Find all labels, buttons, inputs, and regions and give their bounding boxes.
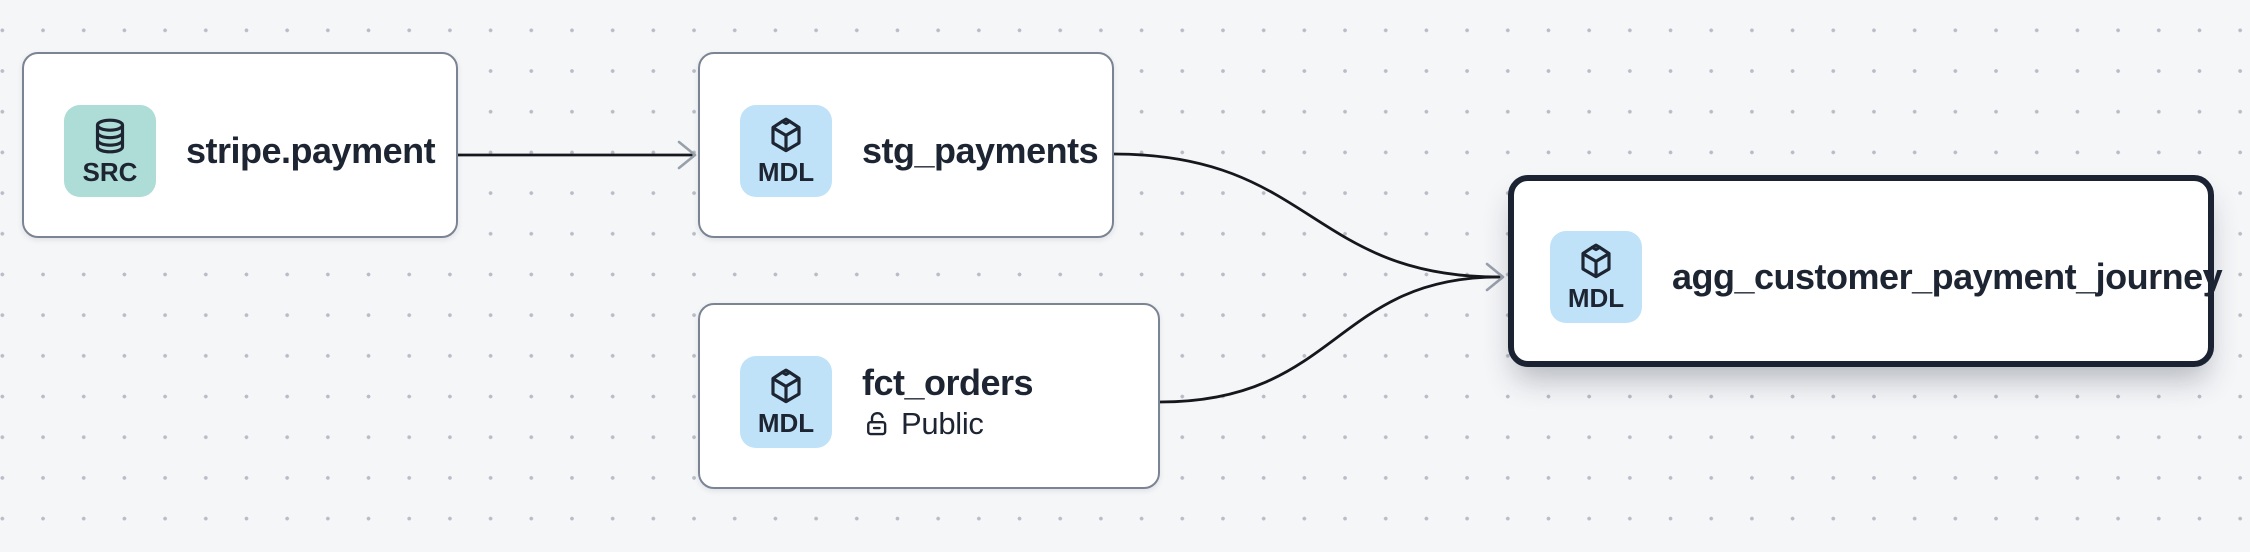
badge-label: MDL [757,156,815,187]
model-type-badge: MDL [740,105,832,197]
source-type-badge: SRC [64,105,156,197]
access-label: Public [901,406,984,441]
badge-label: MDL [757,407,815,438]
edge-fct-orders-to-agg-customer-payment-journey[interactable] [1158,275,1501,404]
arrowhead-icon [677,140,697,170]
badge-label: SRC [82,156,138,187]
cube-icon [771,368,801,403]
node-title: stg_payments [862,130,1099,171]
node-agg-customer-payment-journey[interactable]: MDL agg_customer_payment_journey [1508,175,2223,367]
node-stripe-payment[interactable]: SRC stripe.payment [22,52,458,238]
arrowhead-icon [1485,262,1505,292]
node-title: stripe.payment [186,130,436,171]
lock-open-icon [867,411,887,436]
edge-stg-payments-to-agg-customer-payment-journey[interactable] [1112,152,1501,279]
access-status: Public [862,405,1033,443]
badge-label: MDL [1567,282,1625,313]
node-fct-orders[interactable]: MDL fct_orders Public [698,303,1160,489]
model-type-badge: MDL [740,356,832,448]
cube-icon [771,117,801,152]
node-stg-payments[interactable]: MDL stg_payments [698,52,1114,238]
node-title: agg_customer_payment_journey [1672,256,2223,297]
node-title: fct_orders [862,362,1034,403]
model-type-badge: MDL [1550,231,1642,323]
database-icon [95,118,125,153]
cube-icon [1581,243,1611,278]
